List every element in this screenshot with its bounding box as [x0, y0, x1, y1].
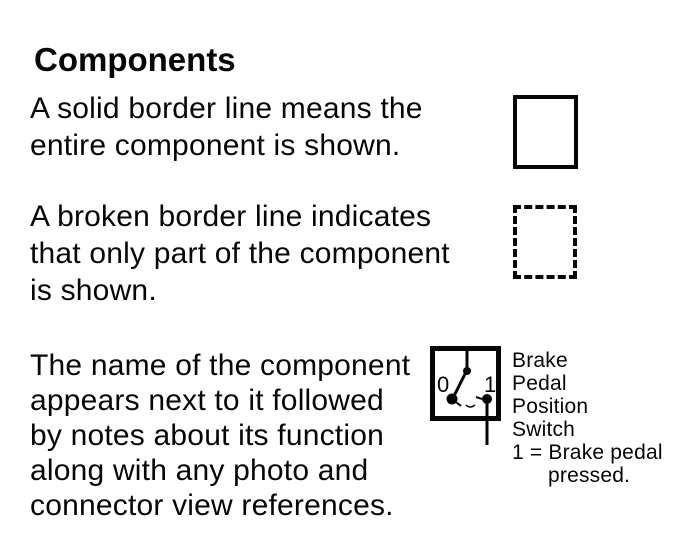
- switch-symbol-icon: 0 1: [430, 346, 501, 445]
- text-line: A broken border line indicates: [30, 200, 432, 233]
- caption-line: 1 = Brake pedal: [512, 441, 663, 464]
- text-line: by notes about its function: [30, 419, 384, 452]
- solid-border-box: [513, 95, 578, 169]
- caption-line: Pedal: [512, 372, 567, 395]
- switch-position-0-label: 0: [437, 372, 449, 397]
- text-line: appears next to it followed: [30, 384, 384, 417]
- text-line: is shown.: [30, 274, 157, 307]
- caption-line: Position: [512, 395, 589, 418]
- paragraph-solid-border: A solid border line means the entire com…: [30, 90, 423, 164]
- broken-border-box: [513, 205, 577, 279]
- text-line: that only part of the component: [30, 237, 450, 270]
- text-line: The name of the component: [30, 349, 411, 382]
- paragraph-broken-border: A broken border line indicates that only…: [30, 198, 450, 309]
- page-title: Components: [34, 41, 236, 79]
- caption-line: Brake: [512, 349, 568, 372]
- text-line: along with any photo and: [30, 454, 369, 487]
- paragraph-component-name: The name of the component appears next t…: [30, 348, 410, 523]
- switch-position-1-label: 1: [484, 372, 496, 397]
- text-line: connector view references.: [30, 489, 394, 522]
- text-line: A solid border line means the: [30, 92, 423, 125]
- component-caption: Brake Pedal Position Switch 1 = Brake pe…: [512, 349, 663, 487]
- caption-line: Switch: [512, 418, 576, 441]
- text-line: entire component is shown.: [30, 129, 401, 162]
- caption-line: pressed.: [548, 464, 631, 487]
